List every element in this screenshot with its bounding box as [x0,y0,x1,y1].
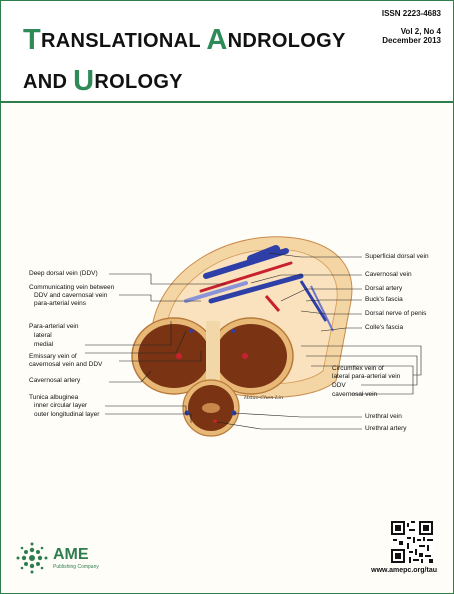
leader-lines [85,252,422,430]
label-urethral-vein: Urethral vein [365,413,402,420]
label-emissary-vein-2: cavernosal vein and DDV [29,361,103,368]
label-medial: medial [34,341,54,348]
publisher-subtitle: Publishing Company [53,564,99,570]
label-deep-dorsal-vein: Deep dorsal vein (DDV) [29,270,98,277]
corpus-spongiosum [182,379,240,437]
label-tunica-albuginea: Tunica albuginea [29,394,79,401]
label-dorsal-nerve: Dorsal nerve of penis [365,310,427,317]
label-emissary-vein-1: Emissary vein of [29,353,77,360]
corpora-cavernosa [131,317,294,395]
label-urethral-artery: Urethral artery [365,425,407,432]
label-communicating-vein-2: DDV and cavernosal vein [34,292,108,299]
label-communicating-vein-3: para-arterial veins [34,300,87,307]
header-rule [1,101,453,103]
label-bucks-fascia: Buck's fascia [365,296,403,303]
title-initial-t: T [23,24,42,56]
cover-header: TRANSLATIONAL ANDROLOGY AND UROLOGY ISSN… [1,1,453,99]
label-inner-circular-layer: inner circular layer [34,402,88,409]
label-communicating-vein-1: Communicating vein between [29,284,115,291]
label-cavernosal-artery: Cavernosal artery [29,377,81,384]
label-circumflex-vein-4: cavernosal vein [332,391,378,398]
label-para-arterial-vein: Para-arterial vein [29,323,79,330]
label-circumflex-vein-1: Circumflex vein of [332,365,384,372]
title-word-urology: ROLOGY [94,71,183,93]
issn-text: ISSN 2223-4683 [381,9,441,18]
qr-code-icon[interactable] [391,521,433,563]
date-text: December 2013 [382,36,441,45]
title-initial-a: A [206,24,228,56]
artist-signature: Hsiao-Chen Lin [243,395,283,401]
publisher-name: AME [53,546,89,563]
journal-title-line-1: TRANSLATIONAL ANDROLOGY [23,22,346,56]
label-dorsal-artery: Dorsal artery [365,285,403,292]
label-colles-fascia: Colle's fascia [365,324,404,331]
title-word-translational: RANSLATIONAL [41,30,207,52]
ame-logo-icon [16,542,48,574]
dorsal-vessels [184,245,334,332]
title-word-and: AND [23,71,74,93]
label-circumflex-vein-3: DDV [332,382,346,389]
label-outer-longitudinal-layer: outer longitudinal layer [34,411,100,418]
publisher-url[interactable]: www.amepc.org/tau [371,567,437,574]
volume-text: Vol 2, No 4 [400,27,441,36]
title-word-andrology: NDROLOGY [227,30,346,52]
title-initial-u: U [73,65,95,97]
publisher-logo: AME Publishing Company [15,541,165,577]
journal-title-line-2: AND UROLOGY [23,63,183,97]
label-superficial-dorsal-vein: Superficial dorsal vein [365,253,429,260]
label-lateral: lateral [34,332,52,339]
label-cavernosal-vein: Cavernosal vein [365,271,412,278]
label-circumflex-vein-2: lateral para-arterial vein [332,373,401,380]
